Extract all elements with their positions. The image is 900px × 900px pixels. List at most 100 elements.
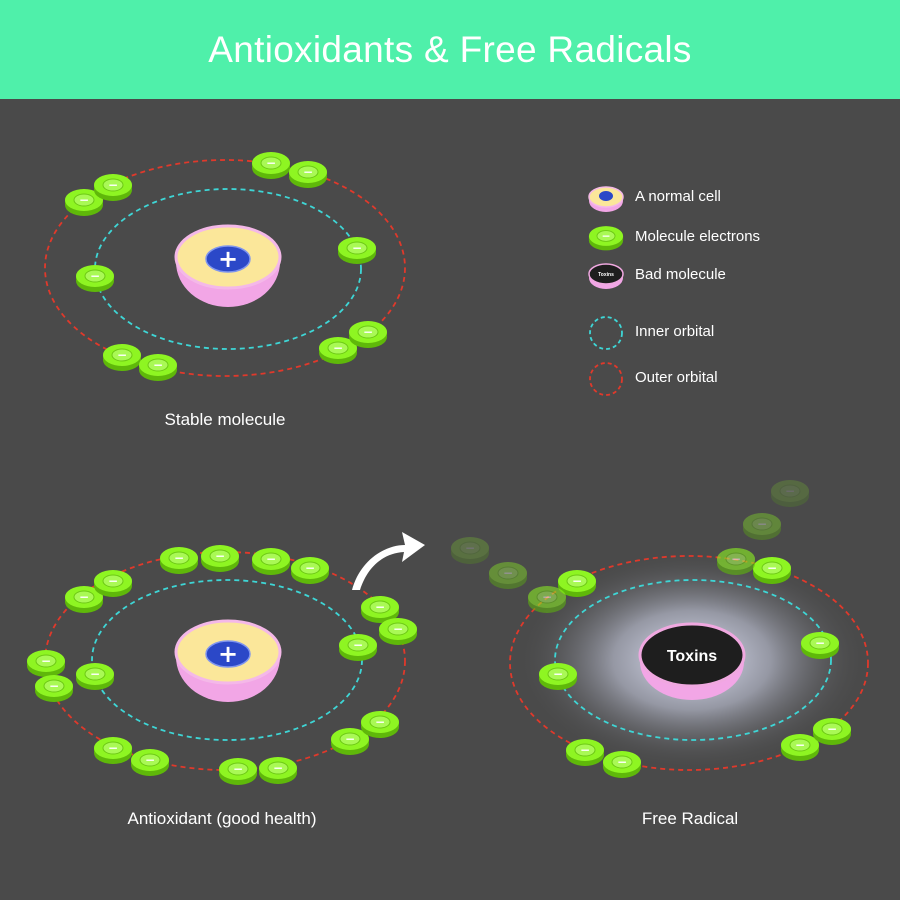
minus-icon: −	[273, 761, 283, 775]
electron: −	[219, 758, 257, 785]
minus-icon: −	[617, 755, 627, 769]
minus-icon: −	[266, 552, 276, 566]
minus-icon: −	[79, 193, 89, 207]
legend-toxins-text: Toxins	[598, 272, 614, 278]
electron: −	[27, 650, 65, 677]
electron: −	[588, 226, 624, 251]
electron: −	[76, 265, 114, 292]
minus-icon: −	[90, 269, 100, 283]
electron: −	[801, 632, 839, 659]
minus-icon: −	[49, 679, 59, 693]
minus-icon: −	[79, 590, 89, 604]
free-radical-label: Free Radical	[641, 809, 739, 828]
electron: −	[361, 711, 399, 738]
minus-icon: −	[108, 178, 118, 192]
legend-outer-orbital-icon	[589, 362, 623, 396]
electron: −	[379, 618, 417, 645]
electron: −	[35, 675, 73, 702]
minus-icon: −	[174, 551, 184, 565]
electron: −	[289, 161, 327, 188]
minus-icon: −	[353, 638, 363, 652]
normal-cell-nucleus: +	[174, 224, 282, 307]
minus-icon: −	[266, 156, 276, 170]
title-banner: Antioxidants & Free Radicals	[0, 0, 900, 99]
legend-outer-orbital: Outer orbital	[635, 369, 718, 386]
electron: −	[201, 545, 239, 572]
electron: −	[139, 354, 177, 381]
minus-icon: −	[215, 549, 225, 563]
electron: −	[259, 757, 297, 784]
free-radical-molecule: Toxins−−−−−−−−−−−−−−	[451, 480, 869, 778]
inner-orbital	[554, 579, 832, 741]
legend-inner-orbital-icon	[589, 316, 623, 350]
minus-icon: −	[767, 561, 777, 575]
minus-icon: −	[572, 574, 582, 588]
minus-icon: −	[145, 753, 155, 767]
minus-icon: −	[363, 325, 373, 339]
minus-icon: −	[117, 348, 127, 362]
electron: −	[319, 337, 357, 364]
minus-icon: −	[731, 552, 741, 566]
plus-icon: +	[218, 245, 238, 273]
minus-icon: −	[153, 358, 163, 372]
electron: −	[338, 237, 376, 264]
electron: −	[743, 513, 781, 540]
minus-icon: −	[345, 732, 355, 746]
minus-icon: −	[580, 743, 590, 757]
minus-icon: −	[233, 762, 243, 776]
minus-icon: −	[393, 622, 403, 636]
electron: −	[94, 570, 132, 597]
minus-icon: −	[108, 574, 118, 588]
electron: −	[361, 596, 399, 623]
minus-icon: −	[503, 566, 513, 580]
minus-icon: −	[553, 667, 563, 681]
legend-electrons: Molecule electrons	[635, 228, 761, 245]
electron: −	[291, 557, 329, 584]
electron: −	[94, 174, 132, 201]
electron: −	[451, 537, 489, 564]
page-title: Antioxidants & Free Radicals	[208, 28, 692, 70]
electron: −	[331, 728, 369, 755]
electron: −	[528, 586, 566, 613]
antioxidant-molecule: +−−−−−−−−−−−−−−−−−−	[27, 545, 417, 785]
minus-icon: −	[465, 541, 475, 555]
electron: −	[76, 663, 114, 690]
inner-orbital	[94, 188, 362, 350]
stable-molecule-label: Stable molecule	[164, 410, 286, 429]
minus-icon: −	[542, 590, 552, 604]
minus-icon: −	[90, 667, 100, 681]
electron: −	[717, 548, 755, 575]
minus-icon: −	[305, 561, 315, 575]
electron: −	[771, 480, 809, 507]
bad-molecule: Toxins	[638, 622, 746, 700]
minus-icon: −	[795, 738, 805, 752]
legend-normal-cell-icon	[588, 186, 624, 212]
electron: −	[781, 734, 819, 761]
electron: −	[252, 548, 290, 575]
legend-icons: − Toxins	[588, 186, 624, 396]
minus-icon: −	[352, 241, 362, 255]
electron: −	[131, 749, 169, 776]
legend-bad-molecule: Bad molecule	[635, 266, 726, 283]
legend-normal-cell: A normal cell	[635, 188, 721, 205]
minus-icon: −	[601, 230, 610, 243]
electron: −	[103, 344, 141, 371]
legend-bad-molecule-icon: Toxins	[588, 263, 624, 289]
minus-icon: −	[375, 715, 385, 729]
electron: −	[94, 737, 132, 764]
minus-icon: −	[375, 600, 385, 614]
minus-icon: −	[785, 484, 795, 498]
minus-icon: −	[827, 722, 837, 736]
stable-molecule: +−−−−−−−−−−	[44, 152, 406, 381]
electron: −	[252, 152, 290, 179]
electron: −	[558, 570, 596, 597]
electron: −	[349, 321, 387, 348]
normal-cell-nucleus: +	[174, 619, 282, 702]
outer-orbital	[509, 555, 869, 771]
minus-icon: −	[333, 341, 343, 355]
electron: −	[489, 562, 527, 589]
electron: −	[160, 547, 198, 574]
electron: −	[566, 739, 604, 766]
electron: −	[813, 718, 851, 745]
electron: −	[65, 189, 103, 216]
